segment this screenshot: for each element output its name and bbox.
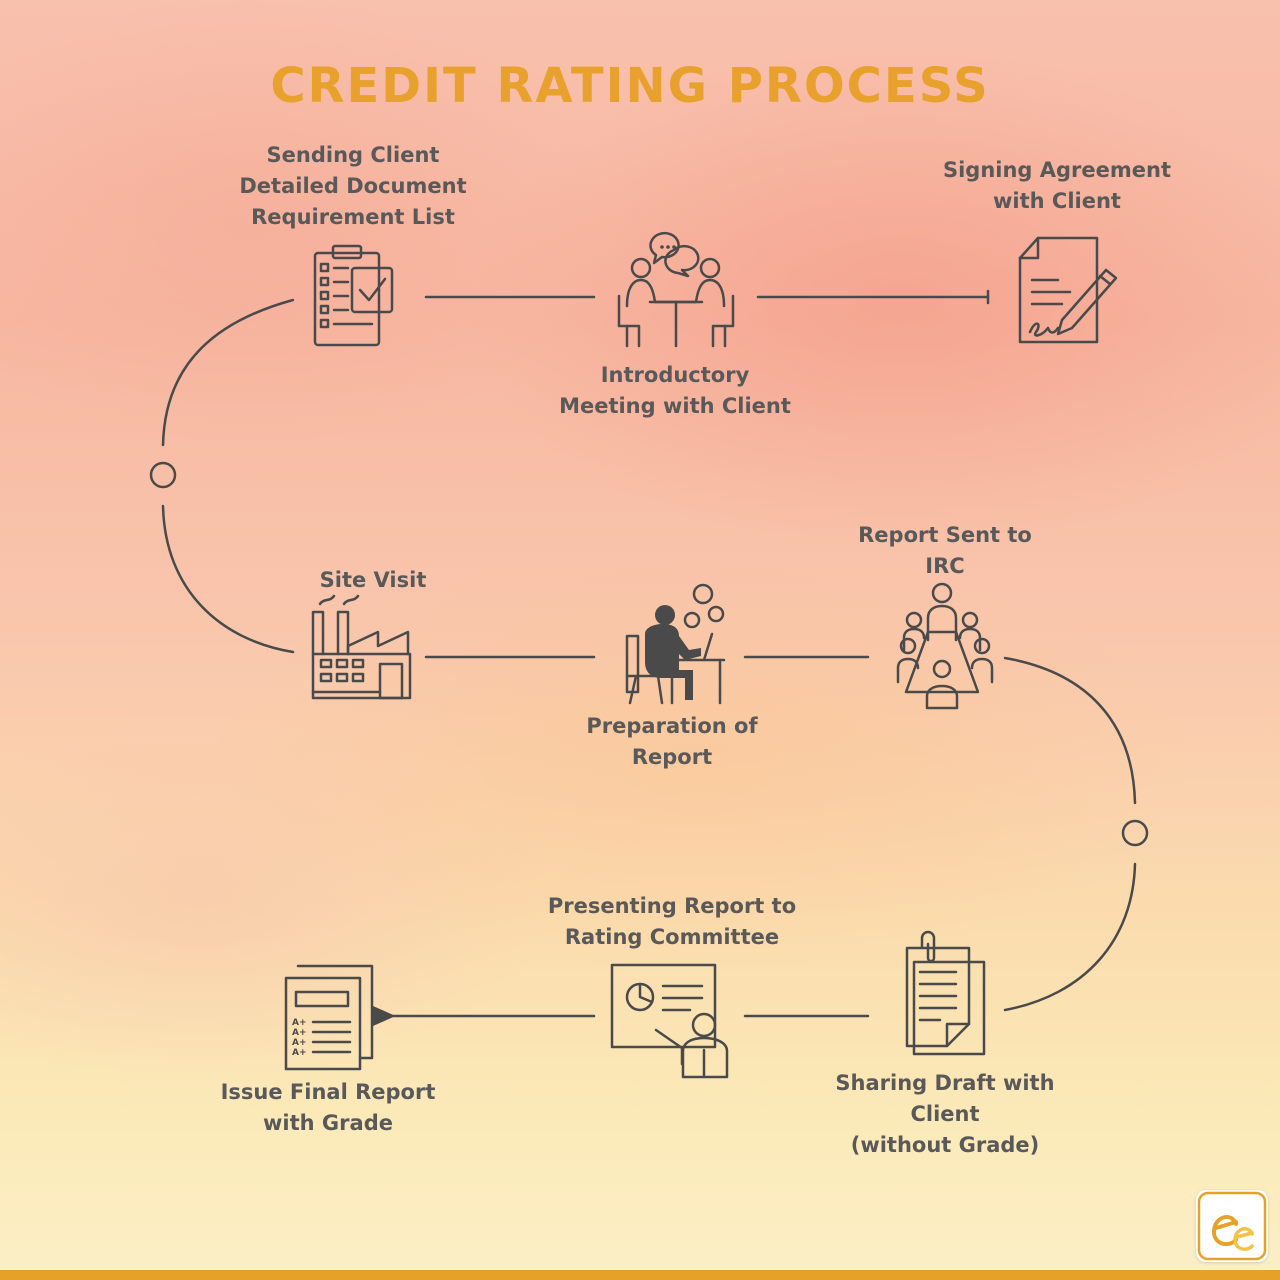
company-logo-icon (1196, 1190, 1268, 1262)
step-label-final-report: Issue Final Report with Grade (220, 1080, 436, 1135)
arc-right-node (1121, 819, 1149, 847)
step-label-intro-meeting: Introductory Meeting with Client (559, 363, 791, 418)
clipped-documents-icon (905, 930, 986, 1056)
step-label-agreement: Signing Agreement with Client (942, 158, 1172, 213)
arc-left-bottom (161, 504, 295, 654)
arc-right-bottom (1003, 862, 1137, 1012)
step-label-site-visit: Site Visit (319, 568, 427, 592)
factory-icon (311, 594, 412, 700)
meeting-icon (617, 231, 735, 348)
arc-left-top (161, 298, 295, 447)
bottom-bar (0, 1270, 1280, 1280)
desk-worker-icon (625, 583, 726, 705)
grade-mark: A+ (292, 1028, 307, 1038)
step-label-irc: Report Sent to IRC (858, 523, 1032, 578)
contract-signing-icon (1018, 236, 1118, 344)
grade-mark: A+ (292, 1048, 307, 1058)
step-label-presenting: Presenting Report to Rating Committee (547, 894, 797, 949)
grade-mark: A+ (292, 1038, 307, 1048)
grade-marks: A+ A+ A+ A+ (292, 1018, 307, 1058)
arc-right-top (1003, 656, 1137, 805)
conference-table-icon (896, 582, 994, 710)
step-label-doc-list: Sending Client Detailed Document Require… (239, 143, 467, 229)
page-title: CREDIT RATING PROCESS (270, 58, 990, 114)
step-label-sharing-draft: Sharing Draft with Client (without Grade… (835, 1071, 1055, 1157)
grade-mark: A+ (292, 1018, 307, 1028)
presentation-icon (610, 963, 729, 1079)
step-label-preparation: Preparation of Report (586, 714, 758, 769)
checklist-icon (313, 244, 394, 347)
arc-left-node (149, 461, 177, 489)
graded-report-icon (284, 964, 374, 1071)
desk-worker-silhouette (645, 605, 701, 700)
